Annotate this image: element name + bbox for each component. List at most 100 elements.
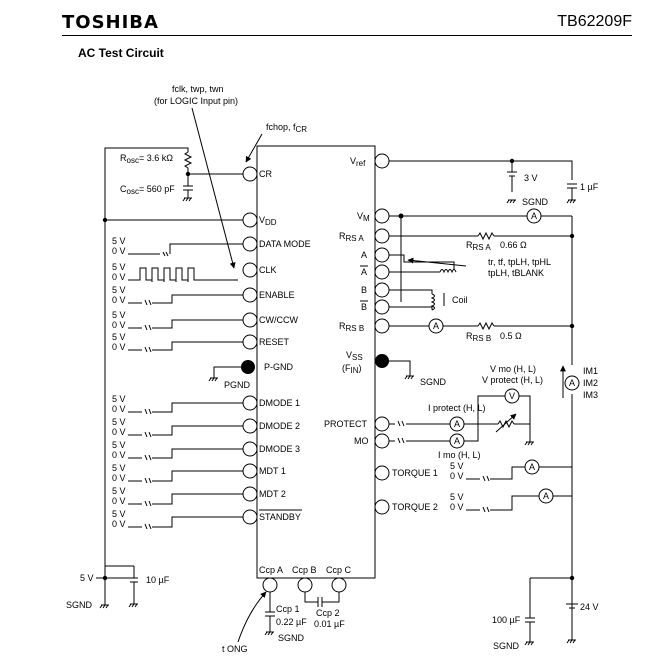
pin-torque2	[374, 499, 390, 515]
svg-text:5 V: 5 V	[112, 440, 126, 450]
timing-label-2: tpLH, tBLANK	[488, 268, 544, 278]
pin-mo-label: MO	[354, 436, 369, 446]
svg-text:5 V: 5 V	[112, 463, 126, 473]
pin-a-label: A	[361, 250, 367, 260]
svg-text:V: V	[509, 391, 515, 401]
ccp2-value: 0.01 µF	[314, 619, 345, 629]
svg-text:0 V: 0 V	[112, 272, 126, 282]
pin-ccpc-label: Ccp C	[326, 565, 352, 575]
pin-rrsb	[374, 318, 390, 334]
ccp1-label: Ccp 1	[276, 604, 300, 614]
im3-label: IM3	[583, 390, 598, 400]
pin-cw-ccw	[242, 312, 258, 328]
svg-text:5 V: 5 V	[112, 486, 126, 496]
variable-resistor	[497, 419, 515, 429]
rosc-label: Rosc= 3.6 kΩ	[120, 153, 173, 165]
fclk-note-2: (for LOGIC Input pin)	[154, 96, 238, 106]
svg-text:5 V: 5 V	[450, 492, 464, 502]
svg-text:5 V: 5 V	[450, 461, 464, 471]
vdd-supply-label: 5 V	[80, 573, 94, 583]
sgnd-bottom-label: SGND	[278, 633, 305, 643]
pin-dmode3-label: DMODE 3	[259, 444, 300, 454]
svg-text:A: A	[529, 462, 535, 472]
pin-ccpa	[262, 577, 278, 593]
rosc-resistor	[183, 151, 193, 169]
pin-dmode2	[242, 418, 258, 434]
pin-mdt2-label: MDT 2	[259, 489, 286, 499]
pin-mo	[374, 433, 390, 449]
pin-b	[374, 282, 390, 298]
svg-text:0 V: 0 V	[450, 471, 464, 481]
sgnd-vss-label: SGND	[420, 377, 447, 387]
svg-text:0 V: 0 V	[450, 502, 464, 512]
svg-text:0 V: 0 V	[112, 320, 126, 330]
svg-text:A: A	[569, 378, 575, 388]
pin-fin-label: (FIN)	[342, 363, 362, 375]
pin-data-mode-label: DATA MODE	[259, 239, 311, 249]
svg-text:A: A	[454, 436, 460, 446]
fclk-arrow	[191, 107, 236, 269]
pin-vm-label: VM	[357, 211, 370, 223]
pin-standby-label: STANDBY	[259, 512, 301, 522]
svg-text:0 V: 0 V	[112, 342, 126, 352]
rrsb-value: 0.5 Ω	[500, 331, 522, 341]
timing-arrow	[407, 257, 467, 267]
tong-label: t ONG	[222, 644, 248, 654]
svg-text:5 V: 5 V	[112, 509, 126, 519]
svg-text:0 V: 0 V	[112, 404, 126, 414]
clk-waveform	[128, 267, 238, 281]
svg-text:5 V: 5 V	[112, 236, 126, 246]
part-number: TB62209F	[557, 13, 632, 30]
svg-text:0 V: 0 V	[112, 496, 126, 506]
ccp1-value: 0.22 µF	[276, 617, 307, 627]
im2-label: IM2	[583, 378, 598, 388]
svg-text:A: A	[543, 491, 549, 501]
timing-label-1: tr, tf, tpLH, tpHL	[488, 257, 551, 267]
c100-label: 100 µF	[492, 615, 521, 625]
rrsa-res-label: RRS A	[466, 240, 491, 252]
pin-cr-label: CR	[259, 169, 272, 179]
pin-vref	[374, 153, 390, 169]
timing-inductor	[439, 269, 457, 274]
svg-text:0 V: 0 V	[112, 246, 126, 256]
pgnd-label: PGND	[224, 380, 251, 390]
pin-protect	[374, 416, 390, 432]
pin-torque1	[374, 465, 390, 481]
svg-text:A: A	[454, 419, 460, 429]
pin-reset	[242, 334, 258, 350]
svg-text:0 V: 0 V	[112, 450, 126, 460]
brand-logo: TOSHIBA	[62, 12, 159, 33]
pin-dmode1	[242, 395, 258, 411]
imo-label: I mo (H, L)	[438, 450, 481, 460]
pin-b-label: B	[361, 285, 367, 295]
c1-label: 1 µF	[580, 182, 599, 192]
pin-cr	[242, 166, 258, 182]
svg-text:5 V: 5 V	[112, 417, 126, 427]
svg-text:A: A	[531, 211, 537, 221]
pin-dmode1-label: DMODE 1	[259, 398, 300, 408]
section-title: AC Test Circuit	[78, 46, 164, 60]
rrsb-resistor	[477, 321, 495, 331]
pin-data-mode	[242, 236, 258, 252]
pin-vref-label: Vref	[350, 156, 366, 168]
ground-icon	[182, 197, 192, 202]
svg-text:0 V: 0 V	[112, 519, 126, 529]
svg-text:5 V: 5 V	[112, 310, 126, 320]
pin-b-bar	[374, 299, 390, 315]
header-rule	[62, 35, 632, 36]
pin-vss-label: VSS	[346, 350, 363, 362]
svg-text:0 V: 0 V	[112, 295, 126, 305]
pin-enable	[242, 287, 258, 303]
pin-rrsb-label: RRS B	[339, 321, 364, 333]
fclk-note: fclk, twp, twn	[172, 84, 224, 94]
fchop-label: fchop, fCR	[266, 122, 307, 134]
svg-text:0 V: 0 V	[112, 473, 126, 483]
v24-label: 24 V	[580, 602, 599, 612]
pin-cw-ccw-label: CW/CCW	[259, 315, 298, 325]
rrsb-res-label: RRS B	[466, 331, 491, 343]
ic-body	[256, 145, 376, 579]
pin-torque1-label: TORQUE 1	[392, 468, 438, 478]
svg-text:5 V: 5 V	[112, 394, 126, 404]
pin-rrsa-label: RRS A	[339, 231, 364, 243]
